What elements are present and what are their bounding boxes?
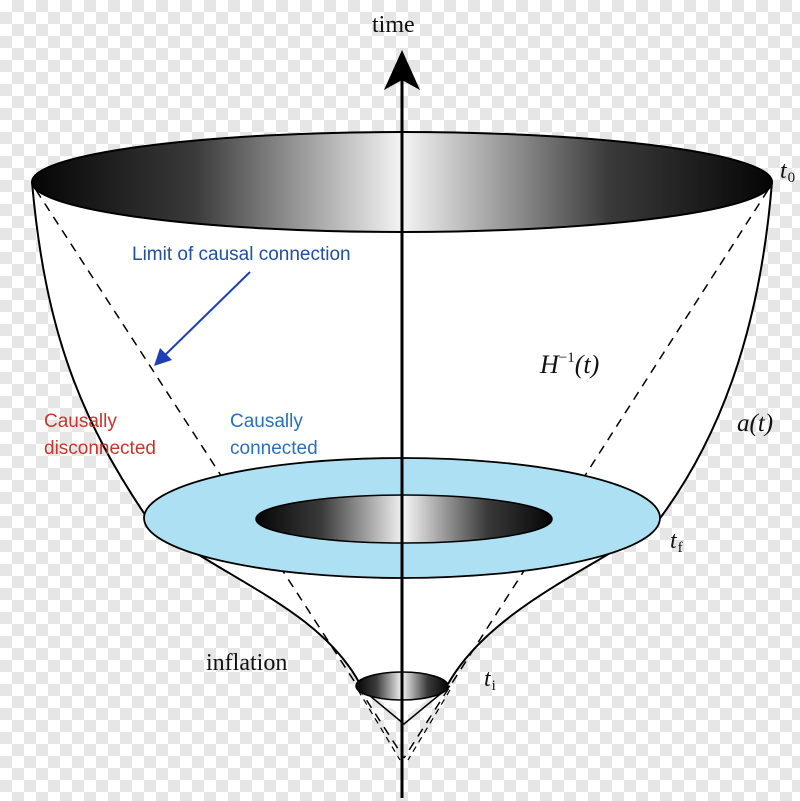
inflation-label: inflation bbox=[206, 650, 288, 676]
ti-symbol: t bbox=[484, 666, 491, 692]
ti-subscript: i bbox=[491, 678, 496, 694]
hubble-exponent: −1 bbox=[558, 350, 575, 366]
hubble-arg: (t) bbox=[574, 350, 600, 379]
time-axis-arrowhead bbox=[384, 50, 420, 90]
t0-symbol: t bbox=[780, 158, 787, 184]
scale-factor-label: a(t) bbox=[737, 410, 774, 437]
connected-line1: Causally bbox=[230, 411, 303, 432]
hubble-radius-label: H−1(t) bbox=[540, 350, 599, 380]
tf-subscript: f bbox=[677, 540, 683, 556]
tf-symbol: t bbox=[670, 528, 677, 554]
limit-arrow-head bbox=[154, 348, 172, 366]
hubble-base: H bbox=[540, 350, 559, 379]
light-cone-inner-left bbox=[357, 689, 401, 761]
t0-label: t0 bbox=[780, 158, 795, 187]
light-cone-inner-right bbox=[407, 689, 451, 761]
connected-line2: connected bbox=[230, 438, 318, 459]
limit-causal-label: Limit of causal connection bbox=[132, 244, 351, 265]
cone-tip bbox=[357, 685, 451, 725]
causally-connected-label: Causally connected bbox=[230, 408, 318, 462]
light-cone-left bbox=[35, 189, 405, 759]
disconnected-line1: Causally bbox=[44, 411, 117, 432]
ti-label: ti bbox=[484, 666, 496, 695]
ring-hole bbox=[255, 494, 553, 544]
t0-subscript: 0 bbox=[787, 170, 796, 186]
causally-disconnected-label: Causally disconnected bbox=[44, 408, 156, 462]
tf-label: tf bbox=[670, 528, 683, 557]
limit-arrow-shaft bbox=[161, 271, 251, 359]
time-axis-label: time bbox=[372, 12, 415, 38]
disconnected-line2: disconnected bbox=[44, 438, 156, 459]
light-cone-right bbox=[403, 189, 769, 759]
